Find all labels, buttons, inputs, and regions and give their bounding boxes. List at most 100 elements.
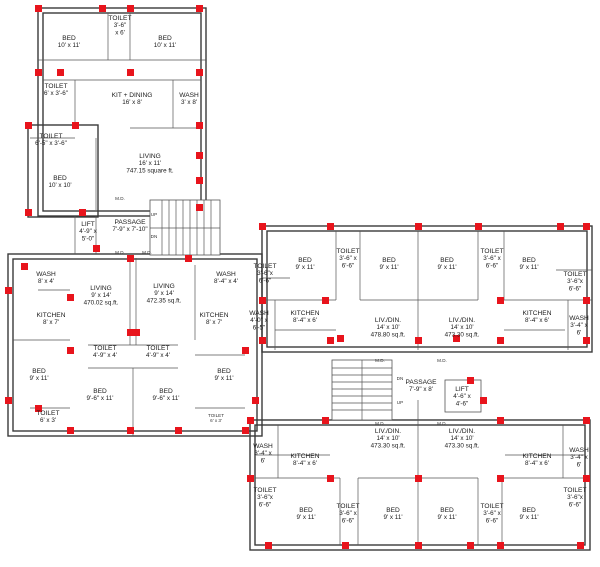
room-name: PASSAGE: [405, 379, 437, 386]
room-name: TOILET: [40, 133, 63, 140]
room-dim2: 6': [577, 329, 582, 336]
room-dim: 9' x 11': [29, 375, 48, 382]
room-dim: 8'-4" x 6': [293, 317, 317, 324]
room-name: WASH: [253, 443, 273, 450]
column-marker: [583, 223, 590, 230]
room-dim: 3'-6"x: [567, 494, 584, 501]
column-marker: [259, 297, 266, 304]
room-name: WASH: [569, 315, 589, 322]
room-dim: 6' x 3': [210, 418, 222, 423]
room-area: 478.80 sq.ft.: [371, 331, 406, 338]
column-marker: [79, 209, 86, 216]
room-name: TOILET: [564, 487, 587, 494]
room-dim: 8' x 7': [206, 319, 222, 326]
column-marker: [415, 542, 422, 549]
room-name: KITCHEN: [291, 310, 320, 317]
room-dim: 8' x 7': [43, 319, 59, 326]
room-name: TOILET: [208, 413, 224, 418]
room-area: 472.35 sq.ft.: [147, 297, 182, 304]
column-marker: [133, 329, 140, 336]
column-marker: [196, 177, 203, 184]
room-dim2: 6'-6": [342, 517, 355, 524]
column-marker: [242, 347, 249, 354]
room-name: KITCHEN: [291, 453, 320, 460]
column-marker: [67, 347, 74, 354]
room-name: BED: [299, 507, 313, 514]
column-marker: [127, 427, 134, 434]
column-marker: [35, 5, 42, 12]
room-dim: 9' x 14': [154, 290, 174, 297]
room-name: BED: [217, 368, 231, 375]
room-dim: 8'-4" x 6': [525, 317, 549, 324]
column-marker: [242, 427, 249, 434]
room-name: LIV./DIN.: [449, 428, 475, 435]
room-name: BED: [159, 388, 173, 395]
room-dim: 9' x 14': [91, 292, 111, 299]
left-block-walls: [7, 7, 263, 437]
room-name: TOILET: [37, 410, 60, 417]
md-marker: M.D.: [437, 421, 447, 426]
room-name: TOILET: [337, 503, 360, 510]
room-name: BED: [62, 35, 76, 42]
room-dim: 8' x 4': [38, 278, 54, 285]
column-marker: [127, 255, 134, 262]
room-dim: 3'-6"x: [257, 270, 274, 277]
room-name: KIT + DINING: [112, 92, 153, 99]
up-marker: UP: [397, 400, 403, 405]
room-name: BED: [440, 507, 454, 514]
room-name: TOILET: [254, 487, 277, 494]
room-dim: 3'-6" x: [483, 510, 501, 517]
room-dim: 9' x 11': [383, 514, 402, 521]
room-name: TOILET: [147, 345, 170, 352]
room-dim: 3'-4" x: [570, 454, 588, 461]
column-marker: [415, 337, 422, 344]
room-dim2: x 6': [115, 29, 125, 36]
room-dim: 9' x 11': [214, 375, 233, 382]
room-dim2: 6'-6": [486, 517, 499, 524]
column-marker: [265, 542, 272, 549]
column-marker: [35, 405, 42, 412]
dn-marker: DN: [151, 234, 158, 239]
room-area: 747.15 square ft.: [126, 167, 174, 174]
column-marker: [327, 337, 334, 344]
room-name: WASH: [36, 271, 56, 278]
room-dim2: 6'-6": [569, 501, 582, 508]
room-dim: 8'-4" x 6': [293, 460, 317, 467]
room-dim: 10' x 11': [58, 42, 81, 49]
column-marker: [342, 542, 349, 549]
column-marker: [25, 122, 32, 129]
md-marker: M.D.: [375, 421, 385, 426]
room-dim: 10' x 10': [48, 182, 71, 189]
column-marker: [453, 335, 460, 342]
room-dim: 3'-6": [114, 22, 127, 29]
room-dim: 7'-9" x 7'-10": [112, 226, 147, 233]
room-dim2: 6'-6": [259, 277, 272, 284]
room-dim: 9'-6" x 11': [87, 395, 114, 402]
room-name: LIFT: [455, 386, 469, 393]
room-name: WASH: [179, 92, 199, 99]
column-marker: [475, 223, 482, 230]
